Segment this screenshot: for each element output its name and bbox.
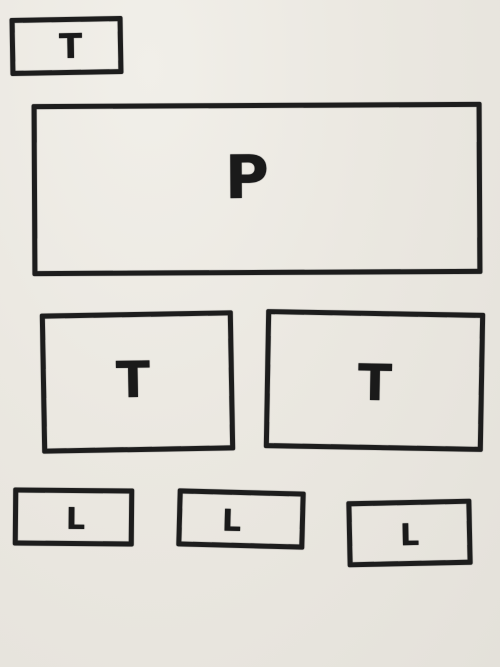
card-title-glyph: T <box>357 353 393 413</box>
card-title-box-2: T <box>263 309 486 452</box>
link-box-3: L <box>346 498 473 568</box>
link-glyph: L <box>65 501 86 538</box>
paragraph-glyph: P <box>224 142 270 214</box>
link-glyph: L <box>399 517 420 554</box>
paragraph-placeholder-box: P <box>31 101 483 277</box>
link-box-2: L <box>176 488 306 550</box>
card-title-box-1: T <box>39 310 236 454</box>
link-box-1: L <box>12 487 135 547</box>
link-glyph: L <box>221 503 242 539</box>
title-glyph: T <box>58 26 83 68</box>
card-title-glyph: T <box>115 350 151 410</box>
title-placeholder-box: T <box>9 16 124 76</box>
